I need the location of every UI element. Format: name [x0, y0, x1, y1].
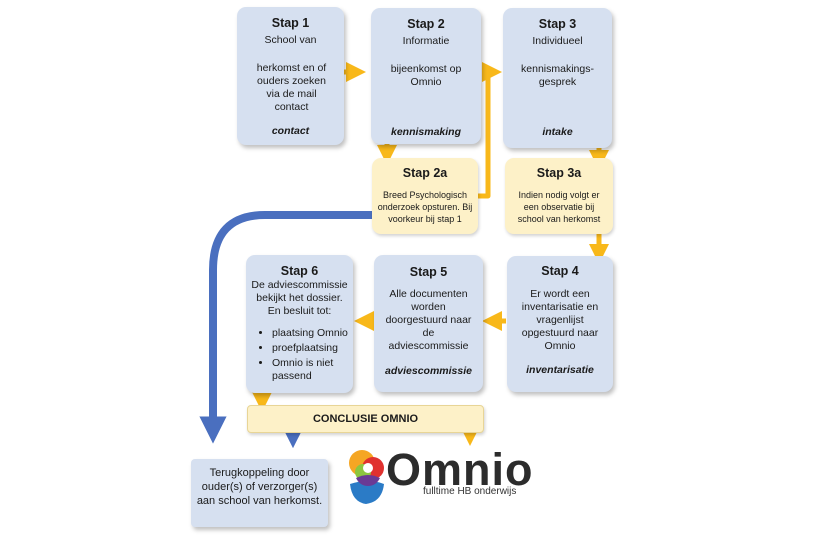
step-1-title: Stap 1 [271, 16, 310, 30]
step-4-foot: inventarisatie [526, 364, 594, 376]
feedback-box: Terugkoppeling door ouder(s) of verzorge… [191, 459, 328, 527]
step-3-title: Stap 3 [538, 17, 577, 31]
omnio-logo-name: Omnio [386, 444, 534, 495]
step-3-line2: kennismakings-gesprek [521, 63, 594, 88]
step-1-box: Stap 1 School van herkomst en of ouders … [237, 7, 344, 145]
arrow-2a-feedback [199, 211, 372, 444]
step-4-text: Er wordt een inventarisatie en vragenlij… [521, 288, 599, 352]
step-6-title: Stap 6 [280, 264, 319, 278]
step-6-text: De adviescommissie bekijkt het dossier. … [251, 279, 348, 317]
step-3-foot: intake [542, 126, 573, 138]
step-4-title: Stap 4 [541, 264, 579, 278]
step-3-box: Stap 3 Individueel kennismakings-gesprek… [503, 8, 612, 148]
step-5-foot: adviescommissie [385, 365, 472, 377]
step-2a-text: Breed Psychologisch onderzoek opsturen. … [377, 190, 473, 224]
step-3a-title: Stap 3a [536, 166, 582, 180]
omnio-logo-icon [349, 450, 384, 504]
step-5-text: Alle documenten worden doorgestuurd naar… [385, 288, 472, 352]
step-6-box: Stap 6 De adviescommissie bekijkt het do… [246, 255, 353, 393]
step-2-foot: kennismaking [390, 126, 462, 138]
conclusion-label: CONCLUSIE OMNIO [312, 413, 419, 425]
step-5-title: Stap 5 [409, 265, 448, 279]
step-3a-box: Stap 3a Indien nodig volgt er een observ… [505, 158, 613, 234]
step-6-option: Omnio is niet passend [272, 357, 353, 383]
step-1-line2: herkomst en of ouders zoeken via de mail… [256, 62, 327, 113]
conclusion-box: CONCLUSIE OMNIO [247, 405, 484, 433]
step-3a-text: Indien nodig volgt er een observatie bij… [517, 190, 601, 224]
step-6-options: plaatsing Omnio proefplaatsing Omnio is … [262, 327, 353, 385]
step-6-option: proefplaatsing [272, 342, 353, 355]
step-2a-title: Stap 2a [402, 166, 448, 180]
step-5-box: Stap 5 Alle documenten worden doorgestuu… [374, 255, 483, 392]
step-4-box: Stap 4 Er wordt een inventarisatie en vr… [507, 256, 613, 392]
step-2-box: Stap 2 Informatie bijeenkomst op Omnio k… [371, 8, 481, 144]
omnio-logo-tagline: fulltime HB onderwijs [423, 486, 517, 497]
step-3-line1: Individueel [532, 35, 583, 47]
step-1-line1: School van [264, 34, 317, 46]
step-6-option: plaatsing Omnio [272, 327, 353, 340]
feedback-text: Terugkoppeling door ouder(s) of verzorge… [196, 467, 323, 507]
step-1-foot: contact [271, 125, 310, 137]
step-2-title: Stap 2 [407, 17, 445, 31]
step-2-line1: Informatie [402, 35, 450, 47]
step-2-line2: bijeenkomst op Omnio [390, 63, 462, 88]
step-2a-box: Stap 2a Breed Psychologisch onderzoek op… [372, 158, 478, 234]
